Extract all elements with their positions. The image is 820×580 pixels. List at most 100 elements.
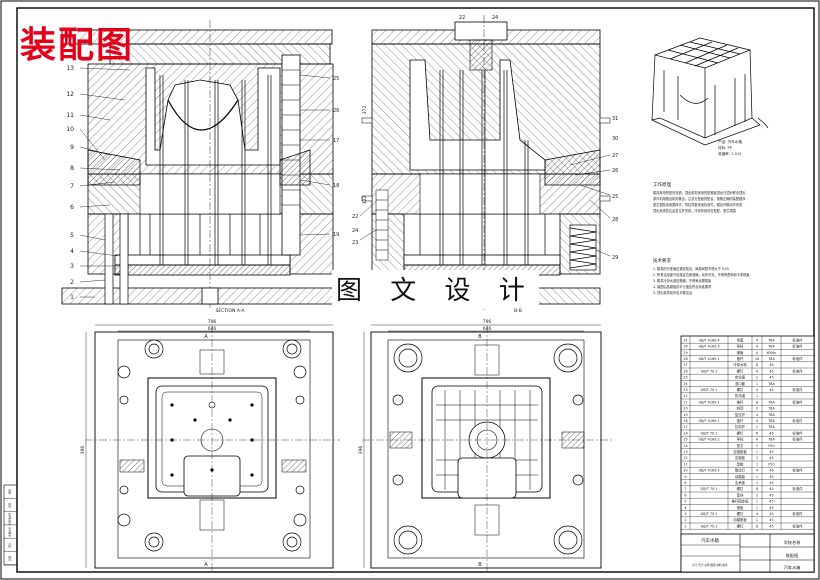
bom-cell: 7	[684, 487, 686, 491]
bom-cell: 65Mn	[767, 351, 776, 355]
plan-view-fixed	[362, 324, 612, 572]
bom-cell: 21	[683, 400, 687, 404]
bom-cell: 1	[756, 376, 758, 380]
part-number-label: 6	[70, 204, 74, 211]
bom-cell: 8	[756, 487, 758, 491]
bom-cell: 5	[684, 500, 686, 504]
bom-cell: 动模座板	[733, 517, 747, 522]
bom-cell: 1	[756, 425, 758, 429]
view-marker: A	[204, 334, 208, 340]
bom-cell: 2	[684, 518, 686, 522]
bom-cell: GB/T 70.1	[701, 388, 718, 392]
bom-cell: 推板	[737, 505, 744, 510]
dimension-label: 396	[80, 446, 86, 455]
part-number-label: 25	[612, 194, 618, 200]
bom-cell: 1	[756, 444, 758, 448]
bom-cell: T8A	[767, 382, 775, 386]
bom-cell: 30	[683, 345, 687, 349]
bom-cell: 支承板	[735, 480, 746, 485]
bom-cell: 4	[756, 512, 758, 516]
bom-cell: 复位杆	[735, 412, 746, 417]
tech-text: 零件利用推出机构推出，注意分型面的配合，按照正确的装配顺序	[653, 196, 746, 201]
bom-cell: 螺钉	[737, 430, 744, 435]
bom-cell: 26	[683, 369, 687, 373]
bom-cell: 导柱	[737, 437, 744, 442]
part-number-label: 12	[66, 91, 74, 98]
strip-label: 签字	[8, 542, 12, 547]
title-block-assembly: 装配图	[786, 552, 799, 559]
bom-cell: 导套	[737, 337, 744, 342]
part-number-label: 24	[352, 228, 358, 234]
bom-cell: 10	[683, 469, 687, 473]
bom-cell: 22	[683, 394, 687, 398]
part-number-label: 19	[333, 232, 339, 238]
bom-cell: 垫块	[737, 492, 744, 497]
product-note: 材料: PP	[718, 145, 733, 150]
bom-cell: T8A	[767, 425, 775, 429]
bom-cell: 45	[769, 518, 773, 522]
bom-cell: 标准件	[792, 387, 803, 392]
bom-cell: 2	[756, 407, 758, 411]
bom-cell: 14	[683, 444, 687, 448]
bom-cell: GB/T 70.1	[701, 431, 718, 435]
part-number-label: 23	[352, 240, 358, 246]
dimension-label: 646	[208, 326, 217, 332]
bom-cell: 螺钉	[737, 486, 744, 491]
part-number-label: 5	[70, 232, 74, 239]
bom-cell: 热流道	[735, 393, 746, 398]
bom-cell: 45	[769, 363, 773, 367]
title-block-drawing: 汽车水箱	[784, 564, 801, 571]
product-note: 收缩率: 1.015	[718, 151, 741, 156]
dimension-label: 122	[362, 196, 368, 205]
bom-cell: 16	[755, 357, 759, 361]
strip-label: 描校	[8, 502, 12, 507]
bom-cell: T8A	[767, 407, 775, 411]
bom-cell: 8	[756, 400, 758, 404]
tech-text: 模具采用的是热流道，顶出机构采用的是推板顶出与顶针联合顶出	[653, 190, 745, 195]
bom-cell: GB/T 4169.2	[698, 438, 719, 442]
part-number-label: 22	[352, 214, 358, 220]
bom-cell: 标准件	[792, 468, 803, 473]
bom-cell: 定模座板	[733, 449, 747, 454]
part-number-label: 13	[66, 65, 74, 72]
bom-cell: 16	[683, 431, 687, 435]
bom-cell: 45	[769, 388, 773, 392]
bom-cell: GB/T 4169.9	[698, 469, 719, 473]
dimension-label: 796	[208, 319, 217, 325]
bom-cell: 型腔	[737, 461, 744, 466]
strip-label: 日期	[8, 556, 12, 561]
bom-cell: 6	[684, 493, 686, 497]
bom-cell: 45	[769, 524, 773, 528]
bom-cell: 型芯	[737, 443, 744, 448]
inner-border	[16, 7, 815, 573]
bom-cell: 标准件	[792, 486, 803, 491]
bom-cell: GB/T 70.1	[701, 487, 718, 491]
bom-cell: T8A	[767, 438, 775, 442]
bom-cell: P20	[768, 462, 774, 466]
bom-cell: 动模板	[735, 474, 746, 479]
bom-cell: 1	[756, 500, 758, 504]
spring	[569, 224, 597, 271]
part-number-label: 22	[459, 15, 465, 21]
view-marker: A	[204, 562, 208, 568]
strip-label: 底图总号	[8, 527, 12, 537]
product-note: 产品: 汽车水箱	[718, 139, 742, 144]
part-number-label: 26	[333, 108, 339, 114]
bom-cell: 螺钉	[737, 511, 744, 516]
bom-cell: 2	[756, 493, 758, 497]
bom-cell: 推杆	[737, 399, 744, 404]
part-number-label: 24	[492, 15, 498, 21]
bom-cell: 6	[756, 524, 758, 528]
bom-cell: 推杆	[737, 418, 744, 423]
bom-cell: 标准件	[792, 523, 803, 528]
bom-cell: 4	[684, 506, 686, 510]
bom-cell: 浇口套	[735, 381, 746, 386]
bom-cell: T8A	[767, 357, 775, 361]
bom-cell: 45	[769, 369, 773, 373]
bom-cell: 23	[683, 388, 687, 392]
section-b-b	[361, 15, 611, 310]
product-isometric	[650, 37, 769, 146]
part-number-label: 28	[612, 217, 618, 223]
